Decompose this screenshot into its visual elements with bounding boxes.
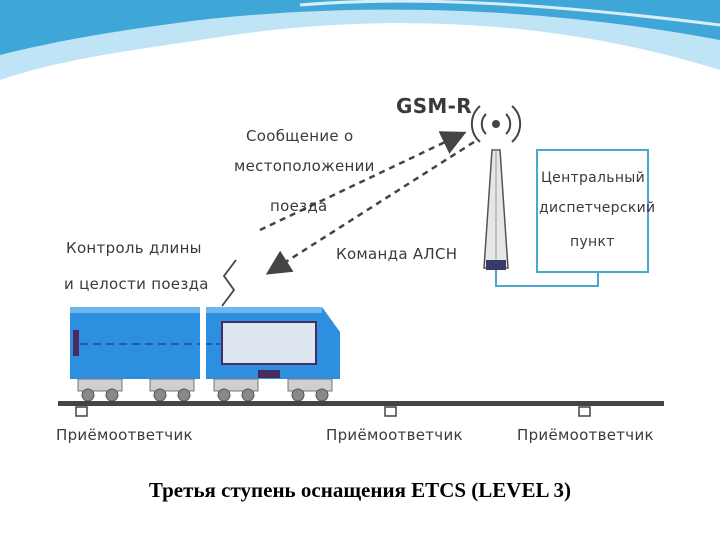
transponder-icon-3 — [578, 406, 591, 417]
message-arrow — [259, 131, 467, 232]
transponder-icon-1 — [75, 406, 88, 417]
train-control-label-line-2: и целости поезда — [64, 275, 209, 293]
transponder-label-3: Приёмоответчик — [517, 426, 654, 444]
dispatch-label-line-2: диспетчерский — [539, 200, 656, 216]
gsm-r-antenna-icon — [470, 105, 522, 270]
rail-track — [58, 401, 664, 406]
transponder-icon-2 — [384, 406, 397, 417]
dispatch-connection-line — [495, 270, 599, 287]
dispatch-center-box — [536, 149, 649, 273]
train-control-label-line-1: Контроль длины — [66, 239, 202, 257]
slide-caption: Третья ступень оснащения ETCS (LEVEL 3) — [148, 478, 572, 502]
transponder-label-1: Приёмоответчик — [56, 426, 193, 444]
gsm-r-label: GSM-R — [396, 94, 472, 118]
transponder-label-2: Приёмоответчик — [326, 426, 463, 444]
command-arrow — [265, 140, 475, 275]
slide-header-decoration — [0, 0, 720, 80]
train-icon — [70, 307, 340, 402]
message-label-line-2: местоположении — [234, 157, 375, 175]
command-label: Команда АЛСН — [336, 245, 458, 263]
dispatch-label-line-3: пункт — [570, 234, 615, 250]
train-control-pointer — [221, 259, 237, 307]
message-label-line-1: Сообщение о — [246, 127, 354, 145]
dispatch-label-line-1: Центральный — [541, 170, 646, 186]
message-label-line-3: поезда — [270, 197, 328, 215]
